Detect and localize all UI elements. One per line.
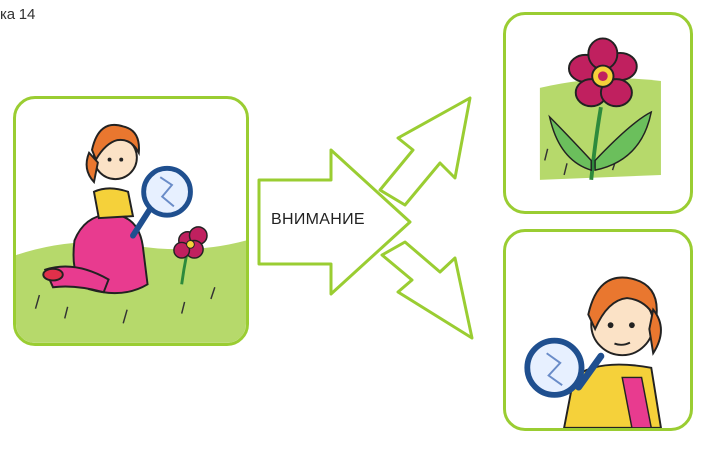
flower-icon <box>506 15 690 211</box>
girl-with-magnifier-icon <box>16 99 246 343</box>
girl-portrait-icon <box>506 232 690 428</box>
flower-closeup-frame <box>503 12 693 214</box>
arrow-label: ВНИМАНИЕ <box>271 211 365 229</box>
main-scene-frame <box>13 96 249 346</box>
girl-portrait-frame <box>503 229 693 431</box>
lower-branch-arrow <box>382 242 472 338</box>
upper-branch-arrow <box>380 98 470 205</box>
